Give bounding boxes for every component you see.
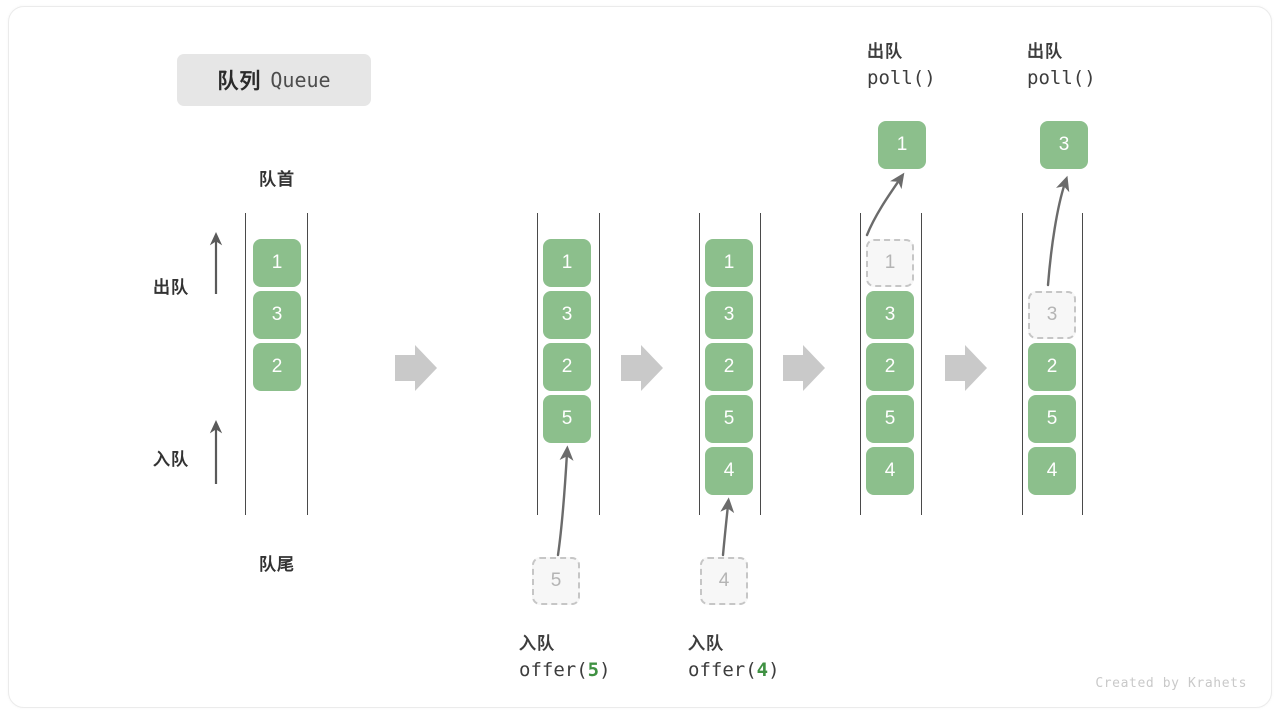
queue-cell: 2 — [253, 343, 301, 391]
queue-cell: 2 — [543, 343, 591, 391]
attribution-footer: Created by Krahets — [1095, 676, 1247, 691]
dequeue-flow-arrow-3 — [1046, 175, 1070, 287]
code-value: 5 — [587, 659, 600, 681]
code-prefix: offer( — [688, 659, 757, 681]
step-caption-code: poll() — [867, 67, 936, 89]
queue-cell: 2 — [705, 343, 753, 391]
dequeue-flow-arrow-1 — [865, 172, 905, 237]
queue-cell: 2 — [1028, 343, 1076, 391]
queue-rail-left-3 — [699, 213, 700, 515]
step-caption-label: 出队 — [1027, 42, 1063, 61]
queue-cell: 3 — [866, 291, 914, 339]
step-caption-offer-5: 入队 offer(5) — [519, 629, 611, 681]
step-caption-label: 入队 — [519, 634, 555, 653]
queue-cell: 1 — [253, 239, 301, 287]
step-caption-code: offer(4) — [688, 659, 780, 681]
transition-arrow-2 — [621, 345, 663, 391]
queue-rail-left-4 — [860, 213, 861, 515]
popped-cell: 1 — [878, 121, 926, 169]
queue-cell: 4 — [866, 447, 914, 495]
queue-rail-right-4 — [921, 213, 922, 515]
title-english: Queue — [270, 68, 331, 92]
queue-rail-right-3 — [760, 213, 761, 515]
transition-arrow-1 — [395, 345, 437, 391]
queue-cell: 5 — [1028, 395, 1076, 443]
code-value: 4 — [756, 659, 769, 681]
dequeue-direction-label: 出队 — [153, 278, 189, 297]
queue-rail-left-2 — [537, 213, 538, 515]
queue-cell: 5 — [705, 395, 753, 443]
code-suffix: ) — [768, 659, 780, 681]
queue-rail-left-1 — [245, 213, 246, 515]
diagram-title-chip: 队列 Queue — [177, 54, 371, 106]
queue-cell-new: 5 — [543, 395, 591, 443]
enqueue-flow-arrow-5 — [556, 445, 574, 557]
step-caption-poll-3: 出队 poll() — [1027, 37, 1096, 89]
queue-head-label: 队首 — [259, 170, 295, 189]
step-caption-label: 入队 — [688, 634, 724, 653]
queue-cell: 5 — [866, 395, 914, 443]
incoming-ghost-cell: 4 — [700, 557, 748, 605]
step-caption-code: offer(5) — [519, 659, 611, 681]
queue-cell: 2 — [866, 343, 914, 391]
enqueue-flow-arrow-4 — [720, 497, 735, 557]
step-caption-code: poll() — [1027, 67, 1096, 89]
queue-cell: 4 — [1028, 447, 1076, 495]
queue-cell: 3 — [543, 291, 591, 339]
queue-cell: 1 — [543, 239, 591, 287]
title-chinese: 队列 — [217, 70, 262, 93]
enqueue-direction-label: 入队 — [153, 450, 189, 469]
queue-cell-removed: 3 — [1028, 291, 1076, 339]
transition-arrow-4 — [945, 345, 987, 391]
code-prefix: poll( — [1027, 67, 1085, 89]
queue-rail-right-5 — [1082, 213, 1083, 515]
code-prefix: poll( — [867, 67, 925, 89]
code-suffix: ) — [1084, 67, 1096, 89]
code-prefix: offer( — [519, 659, 588, 681]
queue-cell: 3 — [253, 291, 301, 339]
queue-cell-removed: 1 — [866, 239, 914, 287]
queue-cell-new: 4 — [705, 447, 753, 495]
transition-arrow-3 — [783, 345, 825, 391]
code-suffix: ) — [599, 659, 611, 681]
diagram-card: 队列 Queue 队首 出队 入队 1 3 2 队尾 1 3 2 5 5 入队 … — [8, 6, 1272, 708]
queue-cell: 3 — [705, 291, 753, 339]
queue-rail-right-1 — [307, 213, 308, 515]
code-suffix: ) — [924, 67, 936, 89]
queue-rail-left-5 — [1022, 213, 1023, 515]
queue-cell: 1 — [705, 239, 753, 287]
popped-cell: 3 — [1040, 121, 1088, 169]
step-caption-offer-4: 入队 offer(4) — [688, 629, 780, 681]
queue-tail-label: 队尾 — [259, 555, 295, 574]
step-caption-label: 出队 — [867, 42, 903, 61]
step-caption-poll-1: 出队 poll() — [867, 37, 936, 89]
incoming-ghost-cell: 5 — [532, 557, 580, 605]
queue-rail-right-2 — [599, 213, 600, 515]
